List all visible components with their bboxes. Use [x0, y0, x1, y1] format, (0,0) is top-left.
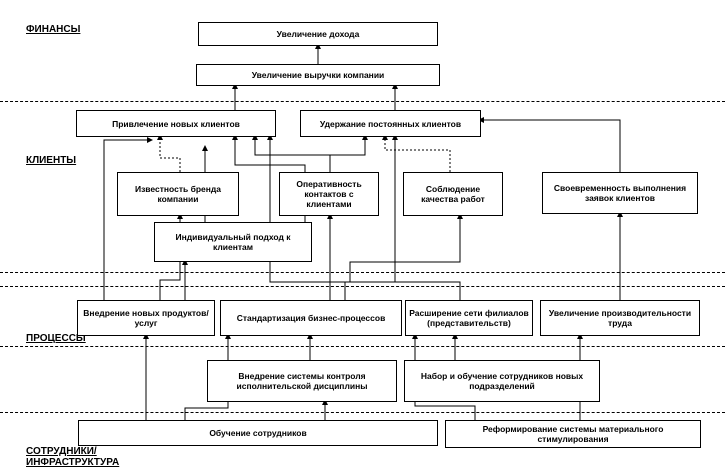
box-branch-expansion: Расширение сети филиалов (представительс… [405, 300, 533, 336]
box-brand-awareness: Известность бренда компании [117, 172, 239, 216]
section-label-staff: СОТРУДНИКИ/ ИНФРАСТРУКТУРА [26, 446, 120, 468]
divider-finance-clients [0, 101, 725, 102]
box-staff-training: Обучение сотрудников [78, 420, 438, 446]
box-productivity: Увеличение производительности труда [540, 300, 700, 336]
box-individual-approach: Индивидуальный подход к клиентам [154, 222, 312, 262]
divider-clients-processes [0, 272, 725, 273]
section-label-clients: КЛИЕНТЫ [26, 155, 77, 166]
divider-staff [0, 412, 725, 413]
section-label-finance: ФИНАНСЫ [26, 24, 81, 35]
box-new-products: Внедрение новых продуктов/услуг [77, 300, 215, 336]
box-hiring-training: Набор и обучение сотрудников новых подра… [404, 360, 600, 402]
box-timely-orders: Своевременность выполнения заявок клиент… [542, 172, 698, 214]
box-revenue-increase: Увеличение дохода [198, 22, 438, 46]
box-control-system: Внедрение системы контроля исполнительск… [207, 360, 397, 402]
box-retain-clients: Удержание постоянных клиентов [300, 110, 481, 137]
divider-processes-top [0, 286, 725, 287]
divider-processes-staff [0, 346, 725, 347]
box-sales-increase: Увеличение выручки компании [196, 64, 440, 86]
box-standardization: Стандартизация бизнес-процессов [220, 300, 402, 336]
section-label-processes: ПРОЦЕССЫ [26, 333, 86, 344]
box-incentive-reform: Реформирование системы материального сти… [445, 420, 701, 448]
box-work-quality: Соблюдение качества работ [403, 172, 503, 216]
box-contact-speed: Оперативность контактов с клиентами [279, 172, 379, 216]
box-attract-clients: Привлечение новых клиентов [76, 110, 276, 137]
